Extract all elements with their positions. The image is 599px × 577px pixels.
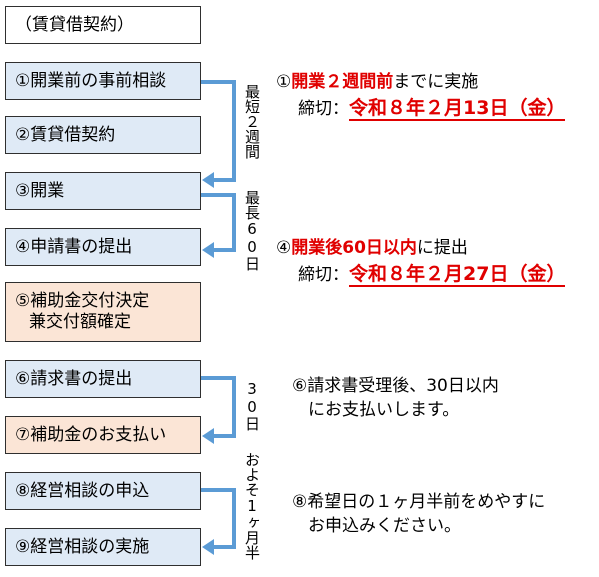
box-step7: ⑦補助金のお支払い (5, 416, 201, 454)
interval-label-d: およそ1ヶ月半 (243, 452, 261, 560)
note-step4: ④開業後60日以内に提出 (276, 236, 468, 260)
note-step1-deadline-row: 締切：令和８年２月13日（金） (298, 96, 566, 121)
box-step3: ③開業 (5, 172, 201, 210)
note-step1-prefix: ① (276, 72, 292, 92)
note-step4-prefix: ④ (276, 238, 292, 258)
note-step1: ①開業２週間前までに実施 (276, 70, 478, 94)
box-step8-label: ⑧経営相談の申込 (15, 480, 150, 501)
arrowhead-4 (202, 242, 214, 258)
box-step2: ②賃貸借契約 (5, 116, 201, 154)
box-step5-line1: ⑤補助金交付決定 (15, 291, 150, 311)
box-step5: ⑤補助金交付決定 兼交付額確定 (5, 282, 201, 342)
note-step4-deadline-label: 締切： (298, 265, 349, 285)
note-step4-suffix: に提出 (416, 238, 468, 258)
box-step6: ⑥請求書の提出 (5, 360, 201, 398)
box-step6-label: ⑥請求書の提出 (15, 368, 133, 389)
note-step1-highlight: 開業２週間前 (291, 72, 394, 92)
box-step9-label: ⑨経営相談の実施 (15, 536, 150, 557)
note-step1-suffix: までに実施 (393, 72, 479, 92)
note-step6-line1: ⑥請求書受理後、30日以内 (292, 376, 499, 396)
box-contract-type: （賃貸借契約） (5, 6, 201, 44)
interval-label-b: 最長60日 (243, 190, 261, 271)
box-step5-line2: 兼交付額確定 (29, 312, 131, 332)
note-step4-deadline: 令和８年２月27日（金） (349, 263, 566, 287)
arrow-6-to-7 (201, 376, 236, 438)
arrow-8-to-9 (201, 488, 236, 549)
note-step1-deadline: 令和８年２月13日（金） (349, 97, 566, 121)
box-step8: ⑧経営相談の申込 (5, 472, 201, 510)
note-step8-line2: お申込みください。 (308, 516, 461, 536)
arrowhead-9 (202, 539, 214, 555)
interval-label-a: 最短２週間 (243, 84, 261, 159)
box-step1: ①開業前の事前相談 (5, 62, 201, 100)
box-step4-label: ④申請書の提出 (15, 236, 133, 257)
box-contract-type-label: （賃貸借契約） (15, 14, 134, 35)
arrowhead-3 (202, 172, 214, 188)
box-step2-label: ②賃貸借契約 (15, 124, 116, 145)
note-step4-deadline-row: 締切：令和８年２月27日（金） (298, 262, 566, 287)
note-step8-line1: ⑧希望日の１ヶ月半前をめやすに (292, 492, 546, 512)
box-step9: ⑨経営相談の実施 (5, 528, 201, 566)
arrow-3-to-4 (201, 193, 236, 252)
box-step7-label: ⑦補助金のお支払い (15, 424, 167, 445)
box-step1-label: ①開業前の事前相談 (15, 70, 167, 91)
arrow-1-to-3 (201, 80, 236, 182)
box-step3-label: ③開業 (15, 180, 65, 201)
note-step4-highlight: 開業後60日以内 (291, 238, 417, 258)
note-step1-deadline-label: 締切： (298, 99, 349, 119)
interval-label-c: 30日 (243, 380, 261, 431)
note-step6-line2: にお支払いします。 (308, 400, 460, 420)
arrowhead-7 (202, 428, 214, 444)
box-step4: ④申請書の提出 (5, 228, 201, 266)
